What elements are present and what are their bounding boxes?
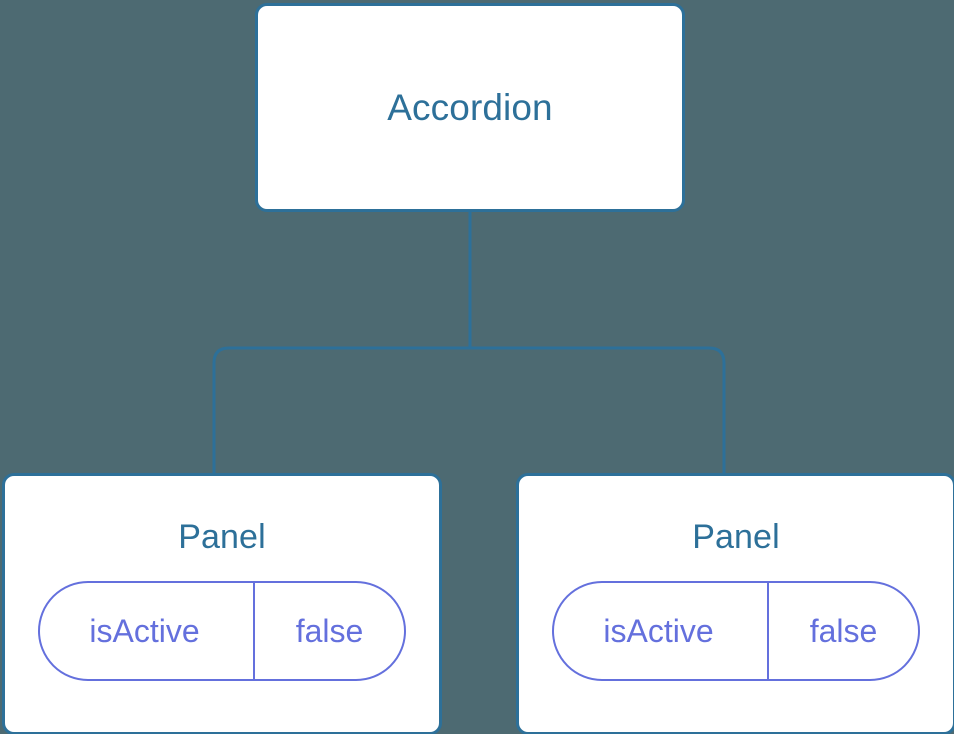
state-key-panel-left: isActive	[89, 613, 200, 649]
state-badge-panel-left[interactable]: isActive false	[38, 581, 406, 681]
node-accordion[interactable]: Accordion	[255, 3, 685, 212]
node-panel-right-title: Panel	[692, 518, 780, 556]
node-panel-left[interactable]: Panel isActive false	[2, 473, 442, 734]
state-key-panel-right: isActive	[603, 613, 714, 649]
node-accordion-title: Accordion	[387, 86, 553, 128]
edge-child-bracket	[212, 346, 726, 473]
state-badge-panel-right[interactable]: isActive false	[552, 581, 920, 681]
node-panel-right[interactable]: Panel isActive false	[516, 473, 954, 734]
state-value-panel-left: false	[253, 583, 404, 679]
node-panel-left-title: Panel	[178, 518, 266, 556]
state-value-panel-right: false	[767, 583, 918, 679]
